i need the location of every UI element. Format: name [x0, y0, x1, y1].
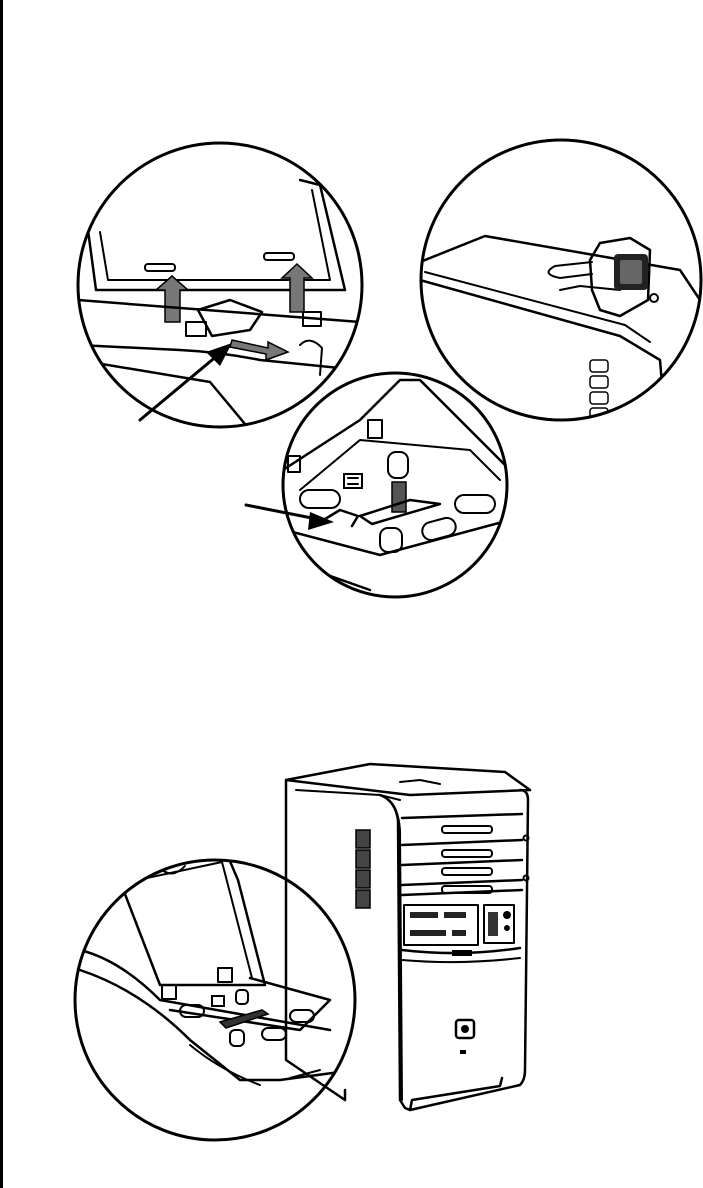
hinge-release-callout [78, 143, 380, 430]
top-dock-detail-figure [0, 0, 703, 640]
open-top-dock-callout [75, 852, 355, 1140]
desktop-tower [286, 764, 530, 1110]
dock-bay-callout [246, 373, 510, 597]
camera-dock-callout [420, 140, 701, 420]
